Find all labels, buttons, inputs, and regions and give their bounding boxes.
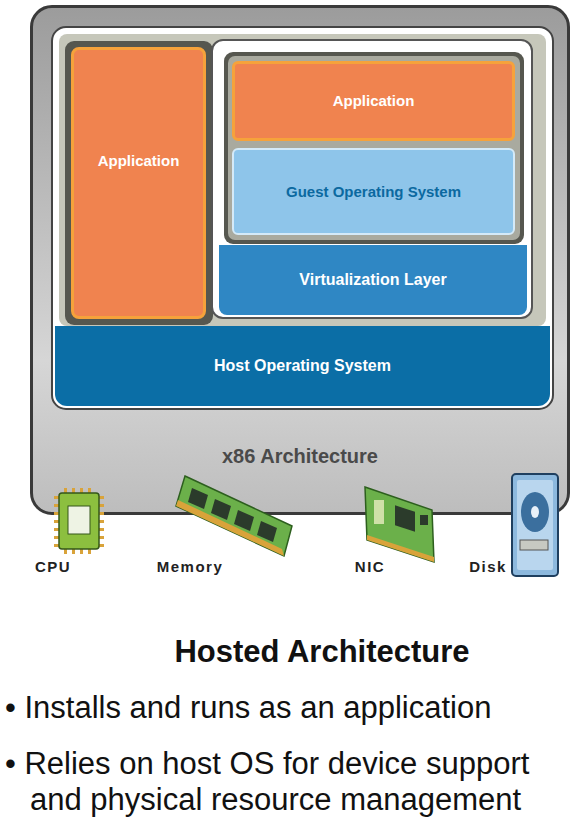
hardware-label: Memory <box>140 558 240 576</box>
vm-inner <box>228 56 520 240</box>
virtualization-layer: Virtualization Layer <box>219 245 527 315</box>
x86-frame: x86 ArchitectureApplicationApplicationGu… <box>30 5 570 515</box>
app-column-frame <box>65 41 213 325</box>
node-label: Virtualization Layer <box>299 270 446 290</box>
vm-frame <box>212 40 532 318</box>
diagram-title: Hosted Architecture <box>60 633 584 671</box>
node-label: Guest Operating System <box>286 182 461 202</box>
hardware-label: NIC <box>334 558 406 576</box>
node-label: Application <box>333 91 415 111</box>
vm-box <box>224 52 524 244</box>
guest-os-box: Guest Operating System <box>232 148 515 235</box>
inner-frame <box>52 27 553 409</box>
bullet-point: • Relies on host OS for device support a… <box>5 746 585 818</box>
app-region <box>59 34 546 326</box>
bullet-point: • Installs and runs as an application <box>5 690 585 726</box>
disk-icon <box>512 474 558 576</box>
hardware-label: CPU <box>17 558 89 576</box>
node-label: Application <box>74 151 203 171</box>
application-box: Application <box>232 61 515 141</box>
cpu-icon <box>54 488 104 554</box>
application-box: Application <box>71 47 206 319</box>
node-label: Host Operating System <box>214 356 391 376</box>
node-label: x86 Architecture <box>33 444 567 468</box>
host-os-band: Host Operating System <box>55 326 550 406</box>
hardware-label: Disk <box>452 558 524 576</box>
